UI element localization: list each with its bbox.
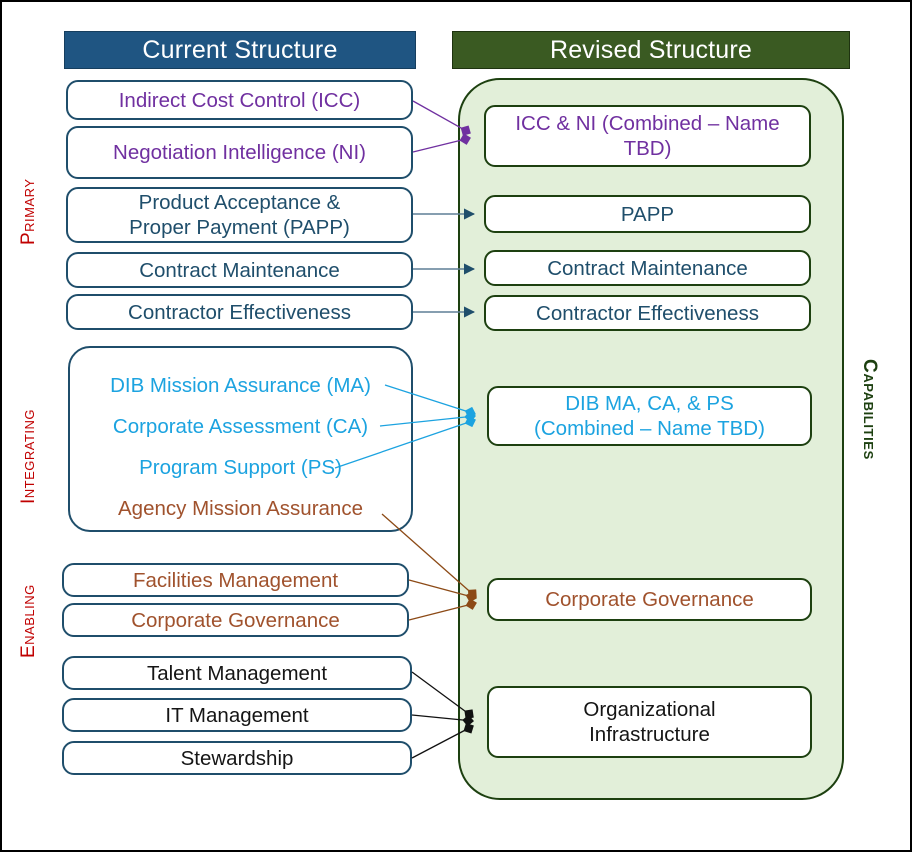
- current-box-contractor-effectiveness[interactable]: Contractor Effectiveness: [66, 294, 413, 330]
- box-label: Talent Management: [146, 661, 328, 685]
- current-box-it-management[interactable]: IT Management: [62, 698, 412, 732]
- box-label-line1: Organizational: [583, 698, 716, 721]
- box-label-line2: TBD): [623, 137, 672, 160]
- current-box-contract-maintenance[interactable]: Contract Maintenance: [66, 252, 413, 288]
- current-box-negotiation-intelligence[interactable]: Negotiation Intelligence (NI): [66, 126, 413, 179]
- revised-box-contract-maintenance[interactable]: Contract Maintenance: [484, 250, 811, 286]
- box-label: Stewardship: [180, 746, 294, 770]
- box-label-line1: DIB MA, CA, & PS: [565, 392, 734, 415]
- integrating-item-agency-mission-assurance[interactable]: Agency Mission Assurance: [118, 497, 363, 520]
- current-box-stewardship[interactable]: Stewardship: [62, 741, 412, 775]
- side-label-enabling: Enabling: [18, 584, 39, 658]
- box-label: Negotiation Intelligence (NI): [113, 141, 366, 164]
- revised-box-icc-ni-combined[interactable]: ICC & NI (Combined – Name TBD): [484, 105, 811, 167]
- revised-box-dib-ma-ca-ps-combined[interactable]: DIB MA, CA, & PS (Combined – Name TBD): [487, 386, 812, 446]
- box-label: Contractor Effectiveness: [536, 301, 759, 325]
- box-label: Contract Maintenance: [547, 256, 748, 280]
- revised-box-papp[interactable]: PAPP: [484, 195, 811, 233]
- box-label-line2: Infrastructure: [589, 723, 710, 746]
- box-label: PAPP: [620, 202, 675, 226]
- column-header-revised-structure: Revised Structure: [452, 31, 850, 69]
- integrating-item-dib-mission-assurance[interactable]: DIB Mission Assurance (MA): [110, 374, 371, 397]
- column-header-current-structure: Current Structure: [64, 31, 416, 69]
- current-box-facilities-management[interactable]: Facilities Management: [62, 563, 409, 597]
- current-box-corporate-governance[interactable]: Corporate Governance: [62, 603, 409, 637]
- box-label: Contractor Effectiveness: [128, 300, 351, 324]
- box-label-line2: Proper Payment (PAPP): [129, 216, 350, 239]
- side-label-capabilities: Capabilities: [859, 359, 880, 460]
- side-label-integrating: Integrating: [18, 408, 39, 504]
- current-box-indirect-cost-control[interactable]: Indirect Cost Control (ICC): [66, 80, 413, 120]
- box-label-line1: Product Acceptance &: [138, 191, 341, 214]
- revised-box-corporate-governance[interactable]: Corporate Governance: [487, 578, 812, 621]
- box-label: Indirect Cost Control (ICC): [118, 88, 361, 112]
- current-box-papp[interactable]: Product Acceptance & Proper Payment (PAP…: [66, 187, 413, 243]
- box-label: Corporate Governance: [131, 608, 340, 632]
- integrating-item-corporate-assessment[interactable]: Corporate Assessment (CA): [112, 415, 369, 438]
- current-box-talent-management[interactable]: Talent Management: [62, 656, 412, 690]
- integrating-item-program-support[interactable]: Program Support (PS): [139, 456, 342, 479]
- side-label-primary: Primary: [18, 178, 39, 246]
- box-label-line1: ICC & NI (Combined – Name: [515, 112, 780, 135]
- revised-box-contractor-effectiveness[interactable]: Contractor Effectiveness: [484, 295, 811, 331]
- box-label: IT Management: [165, 703, 309, 727]
- revised-box-organizational-infrastructure[interactable]: Organizational Infrastructure: [487, 686, 812, 758]
- current-group-integrating[interactable]: DIB Mission Assurance (MA) Corporate Ass…: [68, 346, 413, 532]
- box-label: Facilities Management: [132, 568, 339, 592]
- box-label: Contract Maintenance: [139, 258, 340, 282]
- box-label-line2: (Combined – Name TBD): [534, 417, 765, 440]
- box-label: Corporate Governance: [545, 588, 754, 611]
